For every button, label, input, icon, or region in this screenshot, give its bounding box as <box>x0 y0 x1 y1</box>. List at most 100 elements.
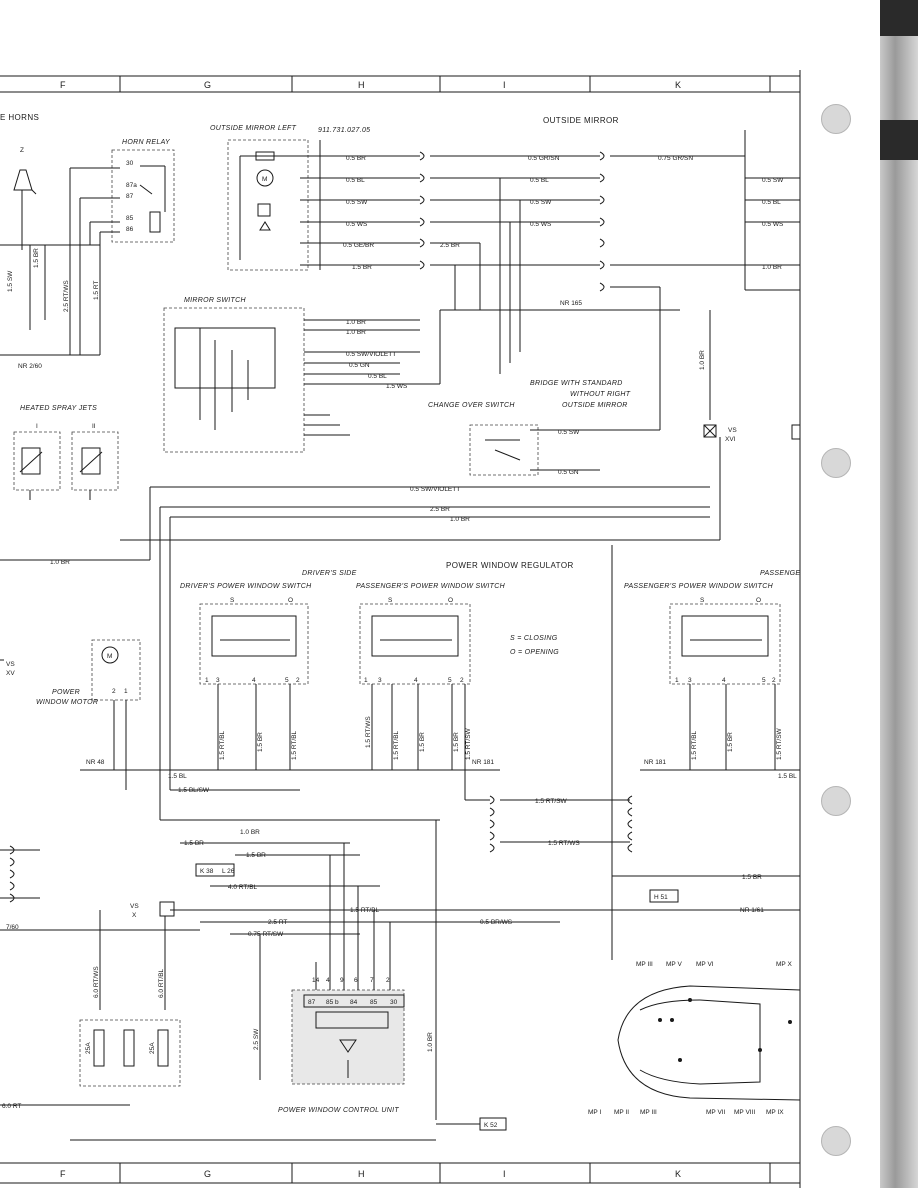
svg-text:1.5 RT/BL: 1.5 RT/BL <box>219 730 226 760</box>
wire-label-ms-6: 1.5 WS <box>386 383 408 390</box>
title-drivers-side: DRIVER'S SIDE <box>302 570 357 577</box>
mirror-switch-wires: 1.0 BR 1.0 BR 0.5 SW/VIOLETT 0.5 GN 0.5 … <box>304 178 521 436</box>
wire-label-rt-sw: 1.5 RT/SW <box>535 798 568 805</box>
mp-x: MP X <box>776 961 792 968</box>
svg-text:5: 5 <box>762 677 766 684</box>
wire-label-br10-left: 1.0 BR <box>50 559 70 566</box>
mirror-mid-wires: 2.5 BR 0.5 GR/SN 0.5 BL 0.5 SW 0.5 WS 0.… <box>430 130 800 310</box>
pwm-label-2: WINDOW MOTOR <box>36 699 98 706</box>
mp-iii-top: MP III <box>636 961 653 968</box>
grid-col-i: I <box>503 80 506 90</box>
horn-relay-label: HORN RELAY <box>122 139 171 146</box>
vs-x-label-1: VS <box>130 903 139 910</box>
closing-opening-legend: S = CLOSING O = OPENING <box>510 635 559 656</box>
wire-label-ms-1: 1.0 BR <box>346 319 366 326</box>
wire-label-mirror-r3: 0.5 SW <box>530 199 552 206</box>
svg-text:3: 3 <box>378 677 382 684</box>
bridge-label-1: BRIDGE WITH STANDARD <box>530 380 623 387</box>
svg-text:1: 1 <box>675 677 679 684</box>
wire-label-br10-long: 1.0 BR <box>450 516 470 523</box>
wire-label-gn05: 0.5 GN <box>558 469 579 476</box>
grid-col-g-bottom: G <box>204 1169 211 1179</box>
mp-ix: MP IX <box>766 1109 784 1116</box>
wire-label-ms-2: 1.0 BR <box>346 329 366 336</box>
vs-xv-label-2: XV <box>6 670 15 677</box>
svg-text:1.5 BR: 1.5 BR <box>453 732 460 752</box>
binder-clip-mid <box>880 120 918 160</box>
svg-text:1.5 RT/SW: 1.5 RT/SW <box>776 727 783 760</box>
svg-text:1.5 RT/BL: 1.5 RT/BL <box>393 730 400 760</box>
vs-xv-label-1: VS <box>6 661 15 668</box>
svg-text:M: M <box>107 653 112 660</box>
svg-text:3: 3 <box>688 677 692 684</box>
relay-pin-30: 30 <box>126 160 134 167</box>
pws-o: O <box>448 597 453 604</box>
wire-label-mirror-r1: 0.5 GR/SN <box>528 155 560 162</box>
svg-text:1.5 RT/BL: 1.5 RT/BL <box>291 730 298 760</box>
wire-label-bl15: 1.5 BL <box>168 773 187 780</box>
car-measure-points: MP III MP V MP VI MP X MP I MP II MP III… <box>588 961 801 1116</box>
title-passengers-switch-right: PASSENGER'S POWER WINDOW SWITCH <box>624 583 774 590</box>
connector-l26: L 26 <box>222 868 235 875</box>
nr-label-181-right: NR 181 <box>644 759 666 766</box>
heated-spray-jet-2: II <box>71 423 119 500</box>
wire-label-mirror-6: 1.5 BR <box>352 264 372 271</box>
binder-edge <box>880 0 918 1188</box>
horn-symbol: Z <box>13 147 37 250</box>
wire-label-mirror-r4: 0.5 WS <box>530 221 552 228</box>
power-window-control-unit: 14 4 9 6 7 2 87 85 b 84 85 30 POWER WIND… <box>278 843 405 1114</box>
title-passenger-side: PASSENGE <box>760 570 800 577</box>
left-connector-stack <box>0 845 40 903</box>
heated-spray-jet-1: I <box>13 423 61 500</box>
svg-text:4: 4 <box>252 677 256 684</box>
wire-label-mirror-5: 0.5 GE/BR <box>343 242 374 249</box>
vs-xv-connector: VS XV <box>0 659 15 677</box>
svg-text:1.5 BR: 1.5 BR <box>727 732 734 752</box>
nr-label-48: NR 48 <box>86 759 105 766</box>
nr-label-1-61: NR 1/61 <box>740 907 764 914</box>
svg-text:II: II <box>92 423 96 430</box>
svg-text:4: 4 <box>414 677 418 684</box>
cu-pin-4: 4 <box>326 977 330 984</box>
grid-col-f-bottom: F <box>60 1169 66 1179</box>
mp-iii: MP III <box>640 1109 657 1116</box>
mp-viii: MP VIII <box>734 1109 755 1116</box>
punch-hole-2 <box>821 448 851 478</box>
rws-s: S <box>700 597 705 604</box>
svg-text:1: 1 <box>205 677 209 684</box>
wire-label-br25-top: 2.5 BR <box>440 242 460 249</box>
wire-label-ms-3: 0.5 SW/VIOLETT <box>346 351 396 358</box>
wire-label-rt-bl-15: 1.5 RT/BL <box>350 907 380 914</box>
relay-pin-86: 86 <box>126 226 134 233</box>
wire-label-mirror-4: 0.5 WS <box>346 221 368 228</box>
vs-xvi-connector: VS XVI 1.0 BR <box>699 310 801 443</box>
horn-wiring: 1.5 SW 1.5 BR 2.5 RT/WS 1.5 RT NR 2/60 <box>0 167 120 370</box>
svg-text:5: 5 <box>448 677 452 684</box>
legend-opening: O = OPENING <box>510 649 559 656</box>
cu-term-30: 30 <box>390 999 398 1006</box>
grid-col-h-bottom: H <box>358 1169 365 1179</box>
wire-label-rt-ws: 1.5 RT/WS <box>548 840 580 847</box>
title-control-unit: POWER WINDOW CONTROL UNIT <box>278 1107 399 1114</box>
title-drivers-switch: DRIVER'S POWER WINDOW SWITCH <box>180 583 312 590</box>
nr48-bus: NR 48 NR 181 1.5 BL 1.5 BL/SW NR 181 1.5… <box>80 759 800 794</box>
svg-text:I: I <box>36 423 38 430</box>
mp-vii: MP VII <box>706 1109 726 1116</box>
grid-col-g: G <box>204 80 211 90</box>
punch-hole-4 <box>821 1126 851 1156</box>
cu-pin-9: 9 <box>340 977 344 984</box>
wire-label-horn-3: 2.5 RT/WS <box>63 280 70 312</box>
fuse-rating-1: 25A <box>85 1042 92 1054</box>
title-outside-mirror: OUTSIDE MIRROR <box>543 116 619 125</box>
title-heated-spray-jets: HEATED SPRAY JETS <box>20 405 97 412</box>
nr-label-2-60: NR 2/60 <box>18 363 42 370</box>
change-over-switch: 0.5 SW 0.5 GN <box>469 310 661 476</box>
bridge-label-2: WITHOUT RIGHT <box>570 391 631 398</box>
legend-closing: S = CLOSING <box>510 635 558 642</box>
wire-label-mirror-2: 0.5 BL <box>346 177 365 184</box>
svg-text:4: 4 <box>722 677 726 684</box>
lower-wiring: 1.5 BR 1.0 BR 1.5 BR K 38 L 26 4.0 RT/BL… <box>0 819 800 1141</box>
